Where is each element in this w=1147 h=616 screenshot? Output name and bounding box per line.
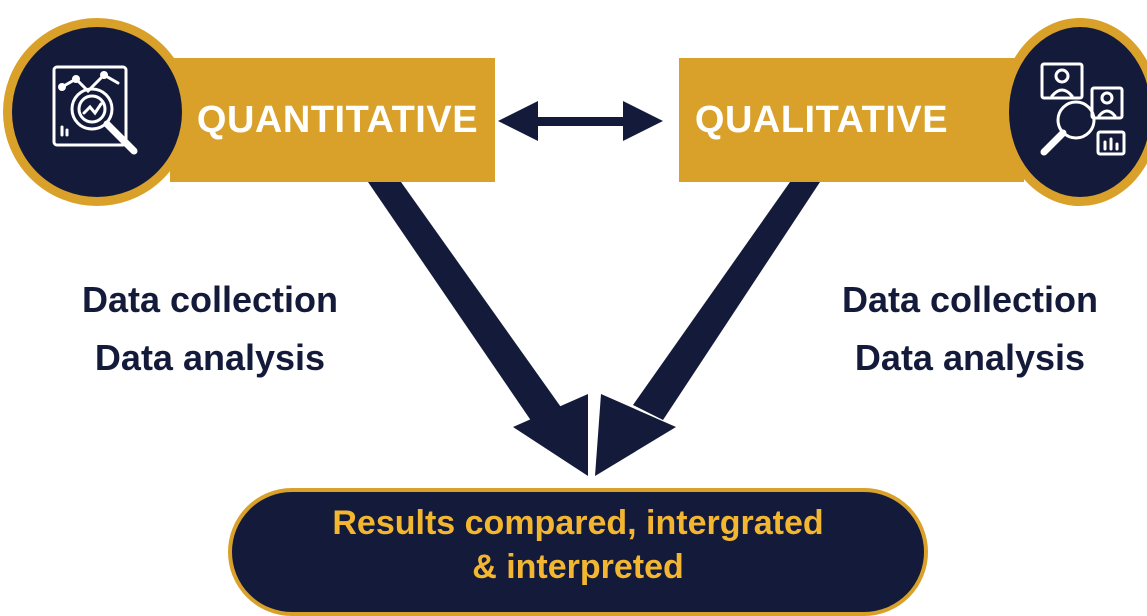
- arrow-left-to-result: [368, 182, 588, 476]
- qualitative-box: QUALITATIVE: [679, 58, 1024, 182]
- chart-magnifier-icon: [52, 65, 138, 155]
- result-pill: Results compared, intergrated & interpre…: [228, 488, 928, 616]
- quantitative-steps: Data collection Data analysis: [40, 271, 380, 387]
- quantitative-box: QUANTITATIVE: [170, 58, 495, 182]
- quantitative-label: QUANTITATIVE: [196, 98, 479, 141]
- double-arrow: [498, 101, 663, 141]
- qualitative-step-collection: Data collection: [841, 279, 1099, 320]
- quantitative-step-collection: Data collection: [81, 279, 339, 320]
- qualitative-steps: Data collection Data analysis: [800, 271, 1140, 387]
- qualitative-icon-circle: [1000, 18, 1147, 206]
- quantitative-step-analysis: Data analysis: [94, 337, 326, 378]
- arrow-right-to-result: [595, 182, 820, 476]
- qualitative-step-analysis: Data analysis: [854, 337, 1086, 378]
- result-line-2: & interpreted: [472, 548, 684, 586]
- quantitative-icon-circle: [3, 18, 191, 206]
- people-magnifier-icon: [1040, 62, 1126, 156]
- result-line-1: Results compared, intergrated: [332, 504, 824, 542]
- qualitative-label: QUALITATIVE: [694, 98, 949, 141]
